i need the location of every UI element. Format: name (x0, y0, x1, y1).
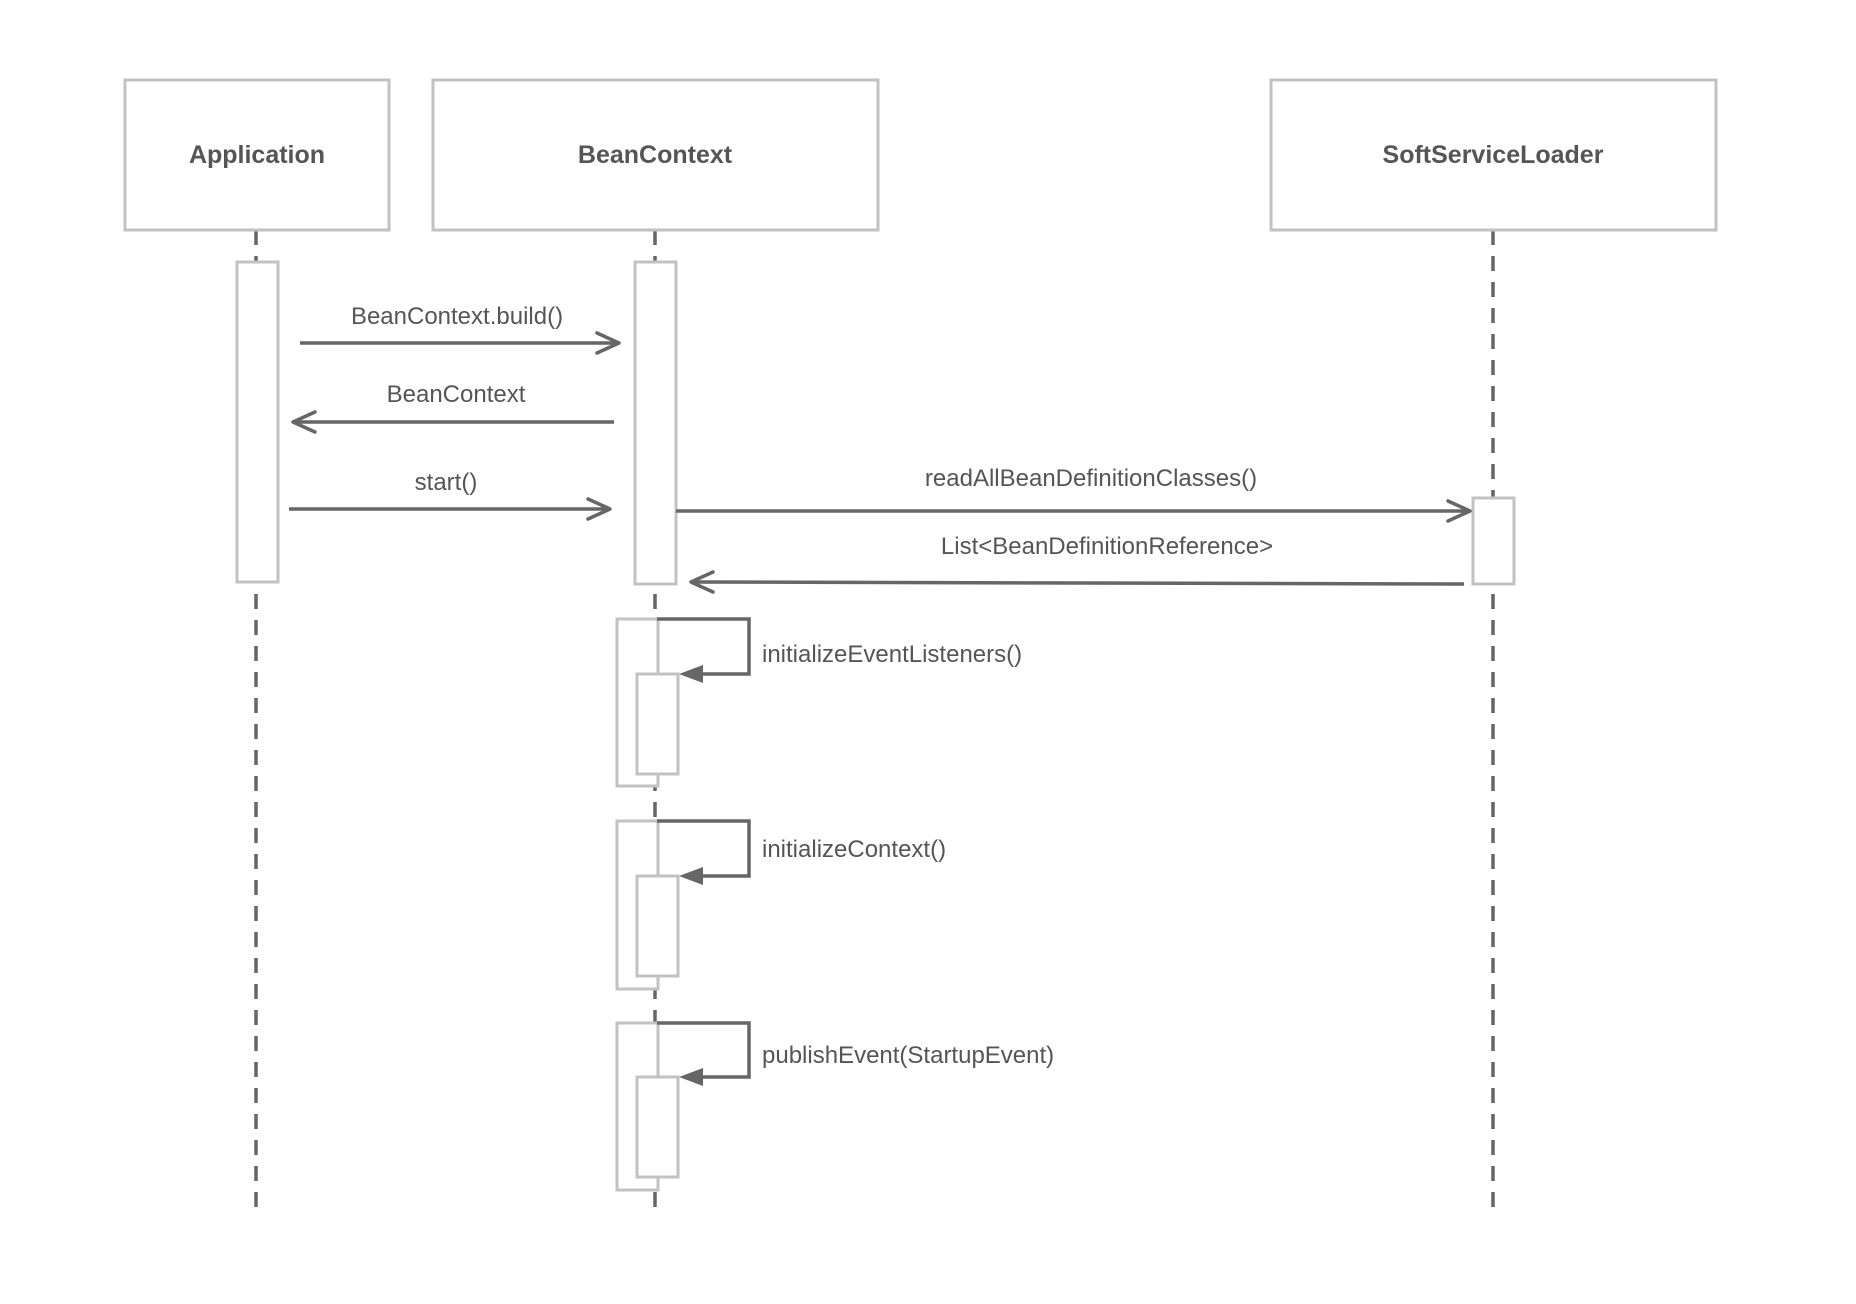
message-label: initializeContext() (762, 836, 946, 863)
self-call-publish-event: publishEvent(StartupEvent) (615, 1021, 1054, 1192)
arrow-head-icon (586, 497, 612, 521)
participant-label: Application (189, 141, 325, 169)
self-call-initialize-event-listeners: initializeEventListeners() (615, 617, 1022, 788)
arrow-head-icon (679, 867, 703, 885)
activation-application (235, 260, 280, 584)
arrow-head-icon (291, 410, 317, 434)
message-label: BeanContext.build() (351, 303, 563, 330)
activation-softserviceloader (1471, 496, 1516, 586)
arrow-head-icon (679, 1068, 703, 1086)
participant-label: SoftServiceLoader (1383, 141, 1604, 169)
message-return-beancontext: BeanContext (291, 381, 614, 434)
message-start: start() (289, 469, 612, 521)
arrow-head-icon (1446, 499, 1472, 523)
message-label: readAllBeanDefinitionClasses() (925, 465, 1257, 492)
participant-beancontext: BeanContext (431, 78, 880, 232)
participant-softserviceloader: SoftServiceLoader (1269, 78, 1718, 232)
message-label: publishEvent(StartupEvent) (762, 1042, 1054, 1069)
message-build: BeanContext.build() (300, 303, 621, 355)
message-read-all-bean-definition-classes: readAllBeanDefinitionClasses() (676, 465, 1472, 523)
arrow-head-icon (689, 570, 715, 594)
message-label: start() (415, 469, 478, 496)
message-label: initializeEventListeners() (762, 641, 1022, 668)
self-call-initialize-context: initializeContext() (615, 819, 946, 991)
participant-label: BeanContext (578, 141, 733, 169)
participant-application: Application (123, 78, 391, 232)
arrow-head-icon (679, 665, 703, 683)
activation-beancontext (633, 260, 678, 586)
message-label: List<BeanDefinitionReference> (941, 533, 1273, 560)
arrow-head-icon (595, 331, 621, 355)
message-label: BeanContext (387, 381, 526, 408)
message-return-list: List<BeanDefinitionReference> (689, 533, 1465, 594)
